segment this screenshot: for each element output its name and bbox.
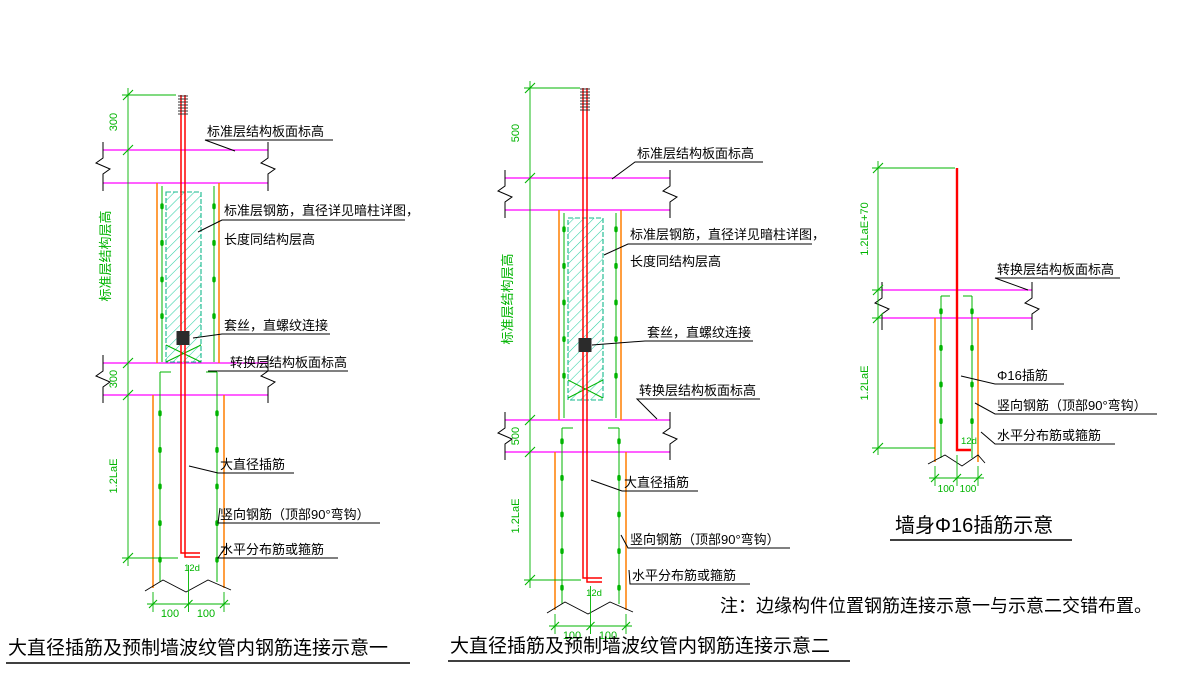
leader-std-rebar xyxy=(603,243,812,256)
leader-large-dowel xyxy=(188,465,294,474)
detail1-title: 大直径插筋及预制墙波纹管内钢筋连接示意一 xyxy=(8,637,388,659)
thread-marks-icon xyxy=(178,95,188,115)
leader-vertical-rebar xyxy=(217,507,380,524)
dim-100-right: 100 xyxy=(960,484,977,495)
leader-std-slab-elev xyxy=(204,139,333,152)
leader-transfer-slab-elev xyxy=(994,277,1120,291)
dowel-bar xyxy=(955,168,971,452)
dim-100-right: 100 xyxy=(599,630,617,642)
leader-vertical-rebar xyxy=(974,402,1157,415)
label-large-dowel: 大直径插筋 xyxy=(624,475,689,490)
label-std-rebar-line1: 标准层钢筋，直径详见暗柱详图， xyxy=(224,203,419,218)
dim-300-mid: 300 xyxy=(108,370,120,388)
wall-lines xyxy=(152,183,225,588)
duct-anchor-cross xyxy=(567,379,604,399)
corrugated-duct xyxy=(567,217,604,401)
label-transfer-slab-elev: 转换层结构板面标高 xyxy=(230,355,347,370)
leader-horizontal-bars xyxy=(217,544,338,559)
bottom-break-line xyxy=(144,579,232,593)
leader-std-rebar xyxy=(197,219,405,233)
leader-transfer-slab-elev xyxy=(635,398,760,420)
coupler xyxy=(578,338,592,352)
dim-hook-12d: 12d xyxy=(184,563,200,574)
label-std-slab-elev: 标准层结构板面标高 xyxy=(207,124,324,139)
leader-large-dowel xyxy=(590,479,698,492)
detail3-title: 墙身Φ16插筋示意 xyxy=(895,514,1053,537)
general-note: 注：边缘构件位置钢筋连接示意一与示意二交错布置。 xyxy=(720,596,1152,616)
coupler xyxy=(176,331,190,345)
label-horizontal-bars: 水平分布筋或箍筋 xyxy=(632,568,736,583)
dim-500-top: 500 xyxy=(510,124,522,142)
dim-floor-height: 标准层结构层高 xyxy=(500,253,515,344)
dimension-ticks xyxy=(524,82,631,631)
label-large-dowel: 大直径插筋 xyxy=(220,457,285,472)
detail-2: 500 标准层结构层高 500 1.2LaE 100 100 12d 标准层结构… xyxy=(448,81,850,662)
leader-std-slab-elev xyxy=(611,161,763,180)
dim-lap: 1.2LaE xyxy=(510,499,522,534)
detail-3: 1.2LaE+70 1.2LaE 100 100 12d 转换层结构板面标高 Φ… xyxy=(859,161,1157,541)
slab-break-symbols xyxy=(94,142,277,403)
label-thread-joint: 套丝，直螺纹连接 xyxy=(647,325,751,340)
bottom-break-line xyxy=(927,454,986,467)
duct-anchor-cross xyxy=(165,344,202,363)
wall-rebar-lines xyxy=(159,186,218,582)
wall-lines xyxy=(554,210,627,610)
dim-100-left: 100 xyxy=(563,630,581,642)
leader-vertical-rebar xyxy=(620,534,790,549)
label-std-rebar-line2: 长度同结构层高 xyxy=(224,232,315,247)
thread-marks-icon xyxy=(580,88,590,111)
dim-hook-12d: 12d xyxy=(586,588,602,599)
label-phi16-dowel: Φ16插筋 xyxy=(997,368,1048,383)
label-transfer-slab-elev: 转换层结构板面标高 xyxy=(997,262,1114,277)
dimension-ticks xyxy=(122,89,229,609)
label-horizontal-bars: 水平分布筋或箍筋 xyxy=(997,428,1101,443)
label-vertical-rebar: 竖向钢筋（顶部90°弯钩） xyxy=(630,532,780,547)
label-vertical-rebar: 竖向钢筋（顶部90°弯钩） xyxy=(220,507,370,522)
detail2-title: 大直径插筋及预制墙波纹管内钢筋连接示意二 xyxy=(450,635,830,657)
label-std-rebar-line2: 长度同结构层高 xyxy=(630,254,721,269)
wall-lines xyxy=(934,318,979,462)
dimension-ticks xyxy=(872,162,983,483)
leader-thread-joint xyxy=(192,333,330,339)
label-thread-joint: 套丝，直螺纹连接 xyxy=(224,318,328,333)
leader-horizontal-bars xyxy=(628,569,750,585)
leader-horizontal-bars xyxy=(980,431,1115,445)
slab-break-symbols xyxy=(496,170,679,460)
slab-break-symbols xyxy=(873,282,1041,330)
leader-phi16-dowel xyxy=(960,375,1064,385)
label-transfer-slab-elev: 转换层结构板面标高 xyxy=(639,383,756,398)
label-vertical-rebar: 竖向钢筋（顶部90°弯钩） xyxy=(997,398,1147,413)
label-horizontal-bars: 水平分布筋或箍筋 xyxy=(220,542,324,557)
bottom-break-line xyxy=(546,601,634,615)
rebar-dots xyxy=(158,203,219,577)
label-std-slab-elev: 标准层结构板面标高 xyxy=(637,146,754,161)
dowel-bar xyxy=(180,95,200,558)
dim-100-left: 100 xyxy=(161,608,179,620)
dowel-bar xyxy=(582,88,602,583)
leader-thread-joint xyxy=(591,340,753,346)
dim-floor-height: 标准层结构层高 xyxy=(98,210,113,301)
dim-hook-12d: 12d xyxy=(961,436,977,447)
dim-100-right: 100 xyxy=(197,608,215,620)
dim-100-left: 100 xyxy=(938,484,955,495)
detail-1: 300 标准层结构层高 300 1.2LaE 100 100 12d 标准层结构… xyxy=(6,88,419,664)
dim-500-mid: 500 xyxy=(510,427,522,445)
dim-300-top: 300 xyxy=(108,113,120,131)
dim-lap: 1.2LaE xyxy=(859,366,871,401)
label-std-rebar-line1: 标准层钢筋，直径详见暗柱详图， xyxy=(630,227,825,242)
dim-lap: 1.2LaE xyxy=(108,459,120,494)
dim-lap-plus70: 1.2LaE+70 xyxy=(859,202,871,256)
wall-rebar-lines xyxy=(940,295,973,458)
